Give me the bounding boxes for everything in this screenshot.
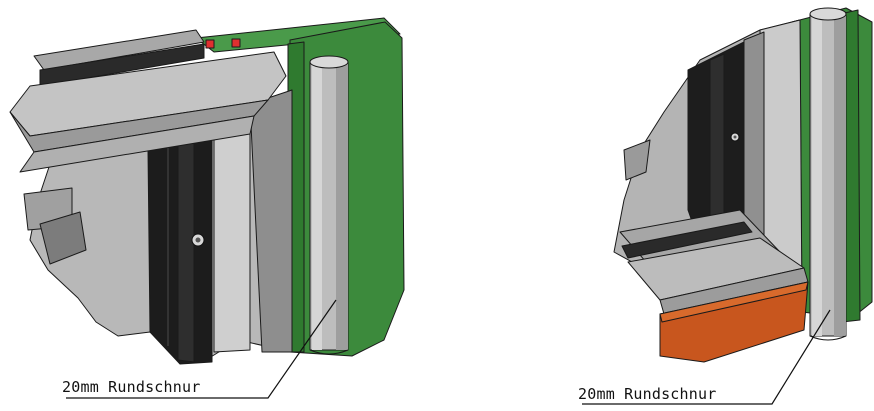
left-sash-underside: [9, 99, 269, 153]
screw-head-icon: [191, 233, 205, 247]
left-dark-highlight: [177, 139, 195, 363]
left-red-marker-2: [231, 38, 241, 48]
callout-label-left: 20mm Rundschnur: [62, 378, 201, 396]
left-frame-shadow: [249, 89, 293, 353]
left-ledge-shade: [39, 211, 87, 265]
left-frame-face: [213, 125, 251, 353]
right-orange-top: [659, 281, 809, 323]
right-ragged-edge: [623, 139, 651, 181]
left-assembly: [9, 17, 405, 399]
left-red-marker-1: [205, 39, 215, 49]
right-round-cord: [809, 7, 847, 341]
left-sash-top: [33, 29, 205, 71]
left-sash-front: [19, 115, 255, 173]
left-sash-dark: [39, 43, 205, 87]
callout-label-right: 20mm Rundschnur: [578, 385, 717, 403]
screw-head-icon: [730, 132, 740, 142]
left-round-cord: [309, 55, 349, 355]
right-sill-dark: [621, 221, 753, 259]
left-leader-line: [66, 299, 337, 399]
right-assembly: [582, 7, 873, 405]
right-leader-line: [582, 309, 831, 405]
